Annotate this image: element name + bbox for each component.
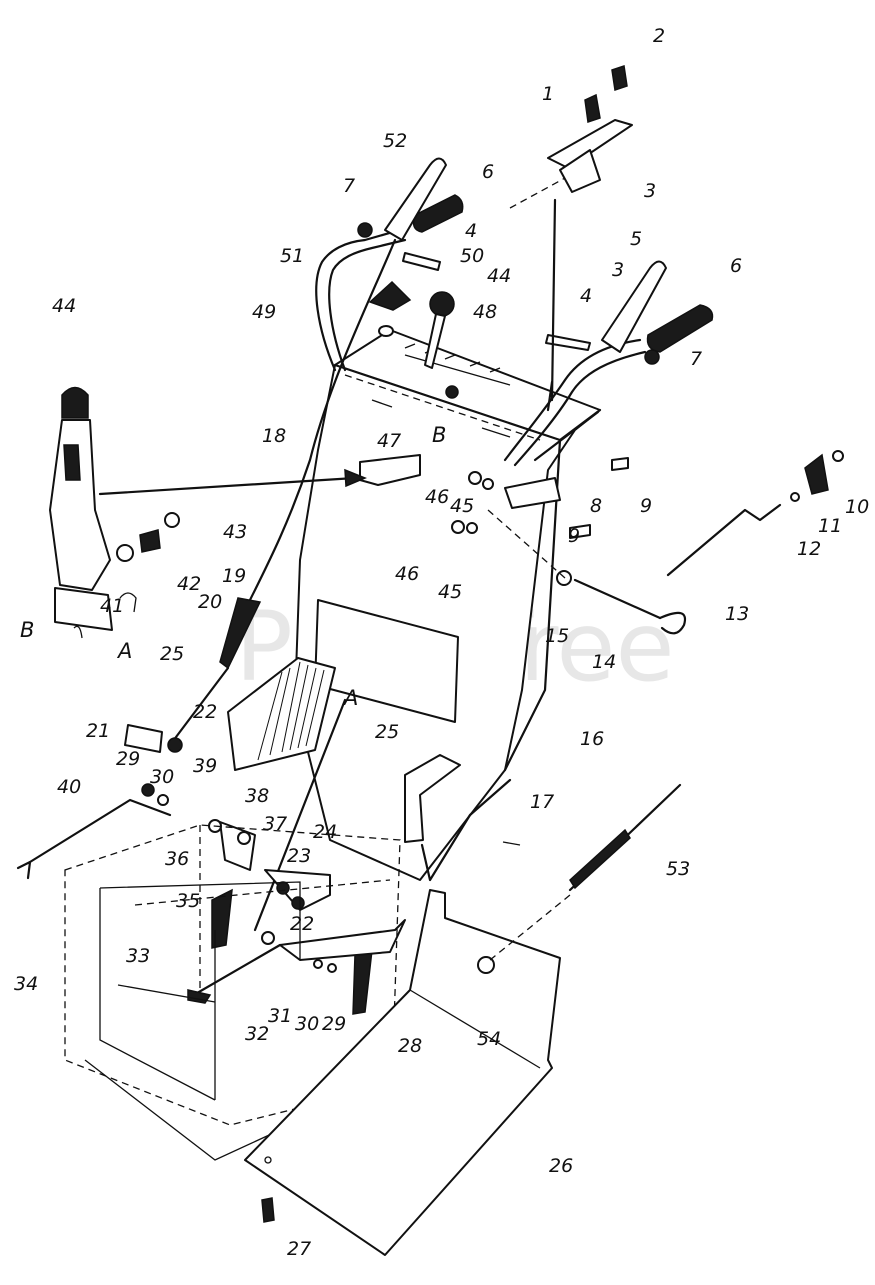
- label-7-repeat: 7: [690, 348, 702, 370]
- label-49: 49: [252, 301, 276, 323]
- label-16: 16: [580, 728, 604, 750]
- label-33: 33: [126, 945, 150, 967]
- label-4-repeat: 4: [580, 285, 592, 307]
- label-32: 32: [245, 1023, 269, 1045]
- label-43: 43: [223, 521, 247, 543]
- handle-panel: [294, 329, 602, 881]
- arrow-head: [344, 468, 367, 488]
- label-31: 31: [268, 1005, 292, 1027]
- cover-plate: [244, 889, 561, 1256]
- label-38: 38: [245, 785, 269, 807]
- cable-53: [489, 783, 682, 961]
- base-housing: [64, 824, 401, 1161]
- label-6: 6: [482, 161, 494, 183]
- label-26: 26: [549, 1155, 573, 1177]
- label-15: 15: [545, 625, 569, 647]
- label-24: 24: [313, 821, 337, 843]
- label-11: 11: [818, 515, 842, 537]
- label-13: 13: [725, 603, 749, 625]
- label-12: 12: [797, 538, 821, 560]
- label-41: 41: [100, 595, 124, 617]
- label-6-repeat: 6: [730, 255, 742, 277]
- label-2: 2: [653, 25, 665, 47]
- label-28: 28: [398, 1035, 422, 1057]
- label-17: 17: [530, 791, 554, 813]
- label-19: 19: [222, 565, 246, 587]
- label-47: 47: [377, 430, 401, 452]
- label-22: 22: [193, 701, 217, 723]
- label-10: 10: [845, 496, 869, 518]
- label-37: 37: [263, 813, 287, 835]
- right-side-hardware: [451, 450, 844, 635]
- label-44-repeat: 44: [487, 265, 511, 287]
- label-9-repeat: 9: [568, 525, 580, 547]
- label-53: 53: [666, 858, 690, 880]
- ribbed-pad: [227, 657, 336, 771]
- label-23: 23: [287, 845, 311, 867]
- label-30: 30: [150, 766, 174, 788]
- label-34: 34: [14, 973, 38, 995]
- label-3: 3: [644, 180, 656, 202]
- label-22-repeat: 22: [290, 913, 314, 935]
- letter-b-left: B: [20, 618, 34, 642]
- label-1: 1: [542, 83, 554, 105]
- label-4: 4: [465, 220, 477, 242]
- label-18: 18: [262, 425, 286, 447]
- label-29: 29: [116, 748, 140, 770]
- letter-a-left: A: [116, 639, 132, 663]
- label-40: 40: [57, 776, 81, 798]
- control-knobs: [368, 280, 459, 399]
- label-5: 5: [630, 228, 642, 250]
- handlebars: [315, 157, 714, 467]
- label-25-repeat: 25: [375, 721, 399, 743]
- label-35: 35: [176, 890, 200, 912]
- left-shift-lever: [49, 386, 180, 639]
- label-25: 25: [160, 643, 184, 665]
- label-29-repeat: 29: [322, 1013, 346, 1035]
- label-54: 54: [477, 1028, 501, 1050]
- label-39: 39: [193, 755, 217, 777]
- callout-labels: 1 2 3 4 5 6 7 8 9 10 11 12 13 14 15 16 1…: [14, 25, 869, 1260]
- label-20: 20: [198, 591, 222, 613]
- label-44: 44: [52, 295, 76, 317]
- label-7: 7: [343, 175, 355, 197]
- label-14: 14: [592, 651, 616, 673]
- label-45: 45: [450, 495, 474, 517]
- letter-a-rod: A: [342, 686, 358, 710]
- label-48: 48: [473, 301, 497, 323]
- label-9: 9: [640, 495, 652, 517]
- letter-b-bracket: B: [432, 423, 446, 447]
- top-bracket-assembly: [509, 65, 633, 412]
- label-46: 46: [425, 486, 449, 508]
- label-3-repeat: 3: [612, 259, 624, 281]
- label-45-repeat: 45: [438, 581, 462, 603]
- label-46-repeat: 46: [395, 563, 419, 585]
- lower-linkage: [16, 698, 521, 1015]
- label-30-repeat: 30: [295, 1013, 319, 1035]
- label-42: 42: [177, 573, 201, 595]
- label-27: 27: [287, 1238, 311, 1260]
- label-52: 52: [383, 130, 407, 152]
- reference-arrow: [98, 476, 357, 496]
- label-50: 50: [460, 245, 484, 267]
- control-cables: [168, 238, 397, 747]
- label-8: 8: [590, 495, 602, 517]
- label-36: 36: [165, 848, 189, 870]
- label-51: 51: [280, 245, 304, 267]
- label-21: 21: [86, 720, 110, 742]
